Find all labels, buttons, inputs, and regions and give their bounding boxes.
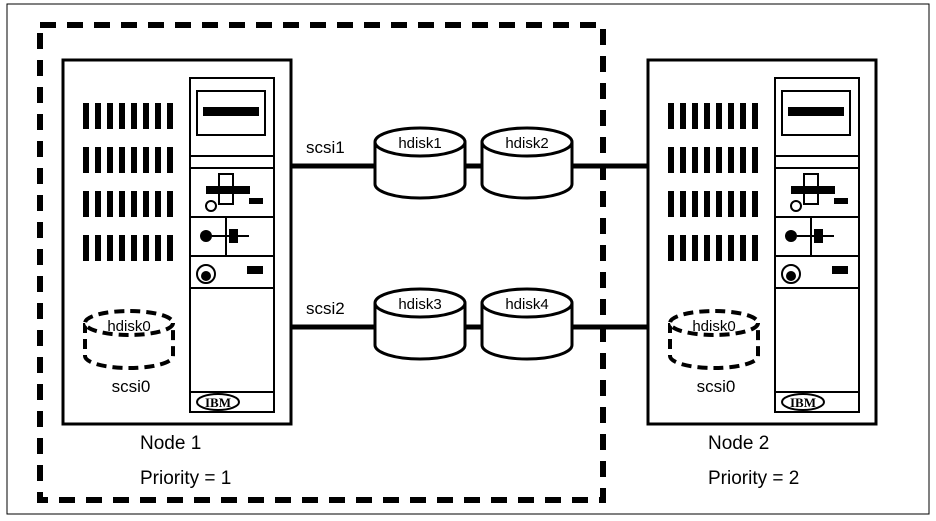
node1-local-disk-label: hdisk0 (107, 318, 150, 335)
node2-local-disk-label: hdisk0 (692, 318, 735, 335)
scsi2-label: scsi2 (306, 299, 345, 318)
scsi1-label: scsi1 (306, 138, 345, 157)
node2-server (646, 58, 878, 426)
shared-disk-4-label: hdisk4 (505, 296, 548, 313)
node1-server (61, 58, 293, 426)
node2-ibm-logo: IBM (790, 395, 816, 410)
node1-priority: Priority = 1 (140, 468, 231, 489)
node1-adapter-label: scsi0 (112, 377, 151, 396)
shared-disk-1-label: hdisk1 (398, 135, 441, 152)
shared-disk-3-label: hdisk3 (398, 296, 441, 313)
node2-priority: Priority = 2 (708, 468, 799, 489)
node1-ibm-logo: IBM (205, 395, 231, 410)
node2-adapter-label: scsi0 (697, 377, 736, 396)
node1-ownership-boundary (37, 22, 606, 503)
node1-name: Node 1 (140, 433, 201, 454)
node2-name: Node 2 (708, 433, 769, 454)
shared-disk-2-label: hdisk2 (505, 135, 548, 152)
figure-frame (6, 3, 930, 515)
